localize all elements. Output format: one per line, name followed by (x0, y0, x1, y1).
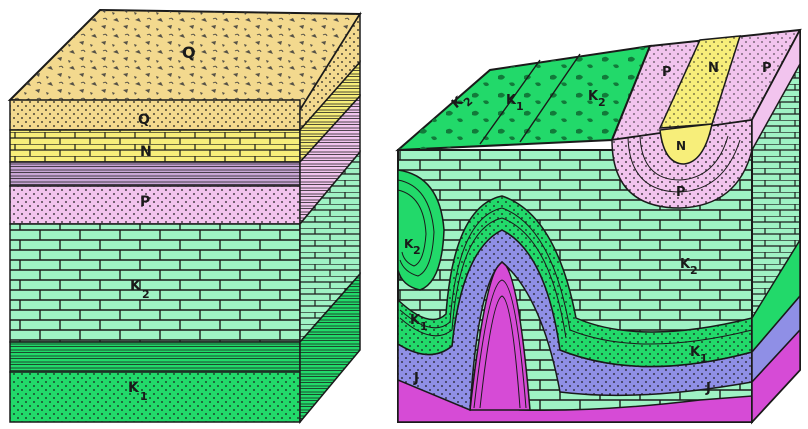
left-label-k1-sub: 1 (140, 390, 148, 403)
right-label-p-top-b: P (762, 61, 772, 76)
right-label-k1-left-sub: 1 (420, 320, 428, 333)
right-label-k2-front-sub: 2 (690, 264, 698, 277)
left-label-n: N (140, 144, 152, 160)
right-label-j-right: J (705, 381, 711, 396)
right-label-p-front: P (676, 185, 686, 200)
right-label-k2-left-sub: 2 (413, 244, 421, 257)
left-label-q-side: Q (138, 112, 150, 128)
left-label-p: P (140, 194, 150, 210)
right-label-k1-top-sub: 1 (516, 100, 524, 113)
left-label-k2-sub: 2 (142, 288, 150, 301)
left-label-q-top: Q (182, 43, 196, 62)
left-stratigraphic-block: Q Q N P K 2 K 1 (10, 10, 360, 422)
right-fold-block: K 2 K 1 K 2 P N P N P K 2 K 2 K 1 K 1 J … (398, 30, 800, 422)
right-label-k1-front-sub: 1 (700, 352, 708, 365)
right-label-n-top: N (708, 61, 719, 76)
left-label-k2: K (130, 278, 142, 294)
right-label-p-top: P (662, 65, 672, 80)
right-label-k2-top-b-sub: 2 (598, 96, 606, 109)
right-label-n-core: N (676, 139, 686, 153)
left-label-k1: K (128, 380, 140, 396)
right-label-j-left: J (413, 371, 419, 386)
